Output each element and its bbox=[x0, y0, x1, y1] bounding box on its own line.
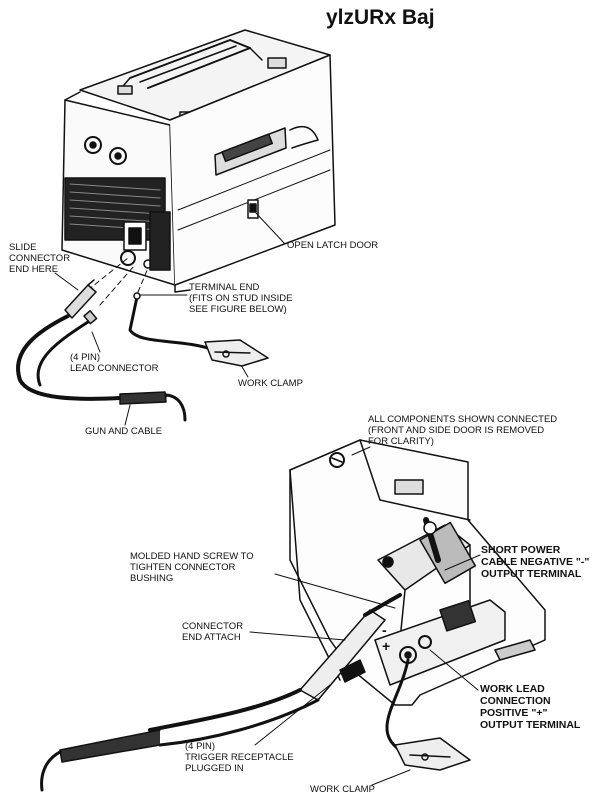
work-lead-bottom bbox=[385, 658, 471, 771]
label-lead-connector: (4 PIN) LEAD CONNECTOR bbox=[70, 352, 159, 374]
label-trigger-receptacle: (4 PIN) TRIGGER RECEPTACLE PLUGGED IN bbox=[185, 741, 294, 774]
bottom-leader-lines bbox=[249, 446, 481, 786]
gun-and-cable-bottom bbox=[40, 593, 402, 792]
label-open-latch-door: OPEN LATCH DOOR bbox=[287, 240, 379, 251]
page-title: ylzURx Baj bbox=[326, 6, 435, 29]
minus-sign: - bbox=[382, 622, 387, 638]
label-short-power-cable: SHORT POWER CABLE NEGATIVE "-" OUTPUT TE… bbox=[481, 544, 590, 580]
label-slide-connector: SLIDE CONNECTOR END HERE bbox=[9, 242, 71, 275]
gun-and-cable-top bbox=[16, 279, 187, 422]
label-work-lead-connection: WORK LEAD CONNECTION POSITIVE "+" OUTPUT… bbox=[480, 683, 581, 731]
top-leader-lines bbox=[54, 212, 286, 426]
plus-sign: + bbox=[382, 638, 391, 654]
label-connector-end-attach: CONNECTOR END ATTACH bbox=[182, 621, 244, 643]
label-gun-and-cable: GUN AND CABLE bbox=[85, 426, 163, 437]
welder-machine bbox=[61, 29, 336, 293]
work-lead-top bbox=[128, 292, 269, 367]
label-work-clamp-top: WORK CLAMP bbox=[238, 378, 303, 389]
label-terminal-end: TERMINAL END (FITS ON STUD INSIDE SEE FI… bbox=[189, 282, 293, 315]
label-work-clamp-bottom: WORK CLAMP bbox=[310, 784, 375, 795]
label-all-components: ALL COMPONENTS SHOWN CONNECTED (FRONT AN… bbox=[368, 414, 558, 447]
label-molded-hand-screw: MOLDED HAND SCREW TO TIGHTEN CONNECTOR B… bbox=[130, 551, 254, 584]
